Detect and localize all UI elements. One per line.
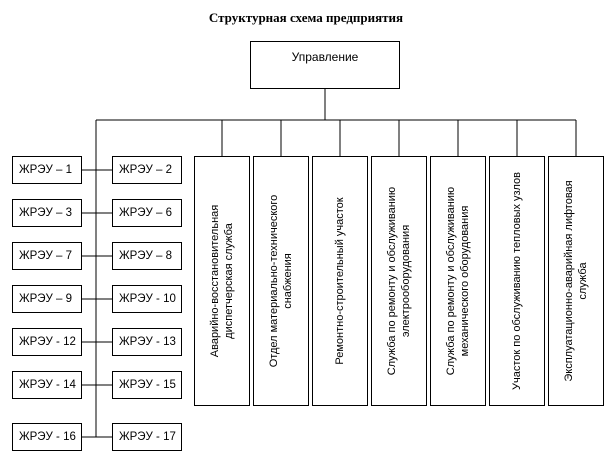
zhreu-box-8[interactable]: ЖРЭУ – 8 — [112, 242, 182, 270]
dept-electrical-service[interactable]: Служба по ремонту и обслуживанию электро… — [371, 156, 427, 406]
zhreu-box-7[interactable]: ЖРЭУ – 7 — [12, 242, 82, 270]
dept-material-supply[interactable]: Отдел материально-технического снабжения — [253, 156, 309, 406]
zhreu-box-17[interactable]: ЖРЭУ - 17 — [112, 423, 182, 451]
dept-repair-construction[interactable]: Ремонтно-строительный участок — [312, 156, 368, 406]
zhreu-box-15[interactable]: ЖРЭУ - 15 — [112, 371, 182, 399]
zhreu-box-14[interactable]: ЖРЭУ - 14 — [12, 371, 82, 399]
dept-heating-units[interactable]: Участок по обслуживанию тепловых узлов — [489, 156, 545, 406]
page-title: Структурная схема предприятия — [208, 10, 404, 25]
zhreu-box-12[interactable]: ЖРЭУ - 12 — [12, 328, 82, 356]
management-box[interactable]: Управление — [250, 41, 400, 89]
management-label: Управление — [291, 50, 359, 64]
zhreu-box-3[interactable]: ЖРЭУ – 3 — [12, 199, 82, 227]
zhreu-box-16[interactable]: ЖРЭУ - 16 — [12, 423, 82, 451]
dept-emergency-dispatch[interactable]: Аварийно-восстановительная диспетчерская… — [194, 156, 250, 406]
zhreu-box-9[interactable]: ЖРЭУ – 9 — [12, 285, 82, 313]
zhreu-box-2[interactable]: ЖРЭУ – 2 — [112, 156, 182, 184]
zhreu-box-10[interactable]: ЖРЭУ - 10 — [112, 285, 182, 313]
zhreu-box-6[interactable]: ЖРЭУ – 6 — [112, 199, 182, 227]
dept-mechanical-service[interactable]: Служба по ремонту и обслуживанию механич… — [430, 156, 486, 406]
zhreu-box-1[interactable]: ЖРЭУ – 1 — [12, 156, 82, 184]
dept-elevator-service[interactable]: Эксплуатационно-аварийная лифтовая служб… — [548, 156, 604, 406]
zhreu-box-13[interactable]: ЖРЭУ - 13 — [112, 328, 182, 356]
